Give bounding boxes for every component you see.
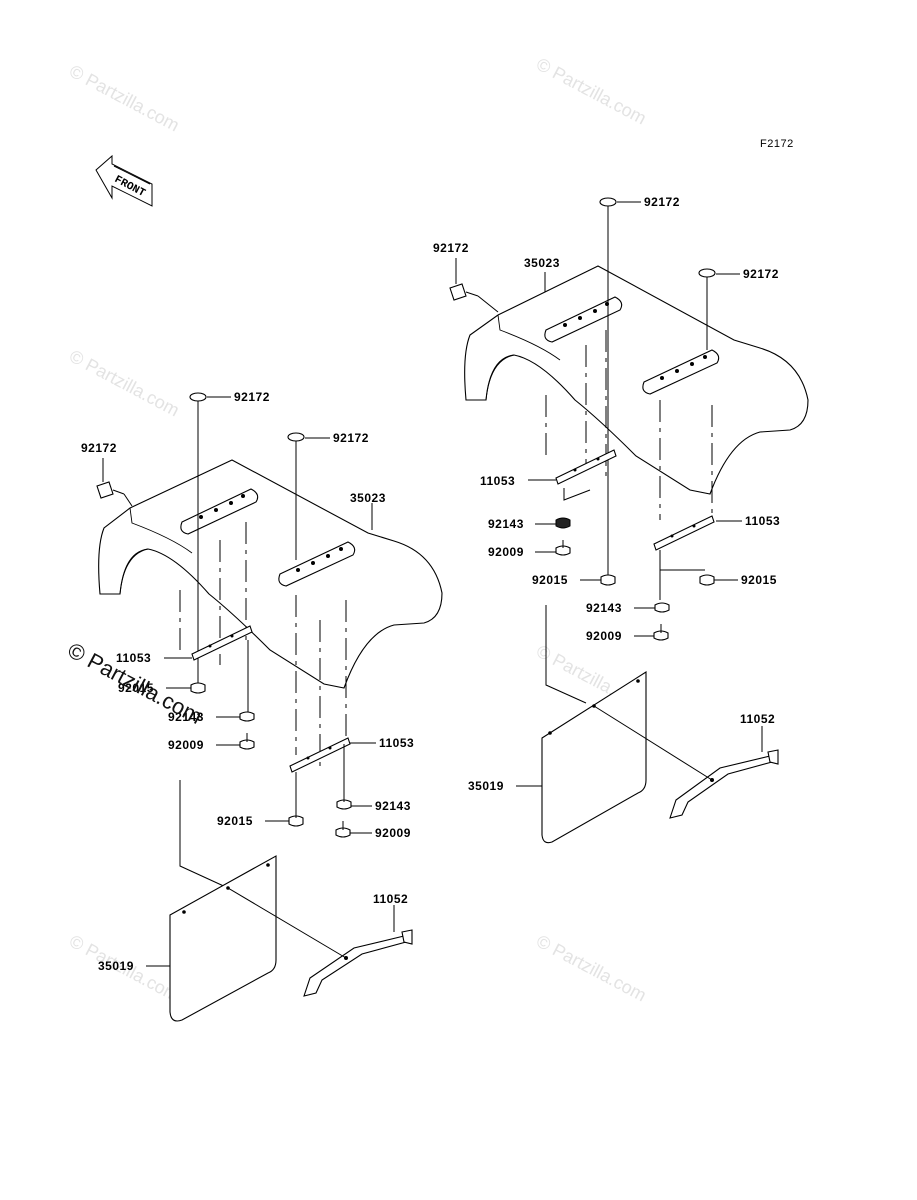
label-92015: 92015 [532, 573, 568, 587]
bolt-icon [599, 197, 617, 575]
watermark: © Partzilla.com [533, 931, 649, 1006]
label-92015: 92015 [118, 681, 154, 695]
bracket-icon [555, 449, 617, 485]
label-92015: 92015 [741, 573, 777, 587]
washer-icon [239, 711, 255, 722]
label-92143: 92143 [168, 710, 204, 724]
bolt-icon [96, 481, 133, 507]
label-11052: 11052 [373, 892, 408, 906]
label-92172: 92172 [234, 390, 270, 404]
right-labels: 92172 92172 92172 35023 11053 11053 9214… [433, 195, 780, 793]
label-35023: 35023 [350, 491, 386, 505]
label-35023: 35023 [524, 256, 560, 270]
label-35019: 35019 [98, 959, 134, 973]
label-92009: 92009 [375, 826, 411, 840]
bolt-icon [555, 545, 571, 556]
label-11052: 11052 [740, 712, 775, 726]
left-assembly [96, 392, 443, 1022]
label-92172: 92172 [743, 267, 779, 281]
label-92143: 92143 [488, 517, 524, 531]
label-11053: 11053 [116, 651, 151, 665]
stay-icon [303, 935, 407, 997]
label-92172: 92172 [81, 441, 117, 455]
bracket-icon [653, 515, 715, 551]
nut-icon [288, 815, 304, 827]
label-35019: 35019 [468, 779, 504, 793]
mud-flap-right [541, 670, 647, 844]
bolt-icon [239, 739, 255, 750]
bolt-icon [189, 392, 207, 685]
bracket-icon [191, 625, 253, 661]
bolt-icon [335, 827, 351, 838]
bolt-icon [449, 283, 499, 313]
bolt-icon [698, 268, 716, 350]
watermark: © Partzilla.com [66, 346, 182, 421]
label-92143: 92143 [375, 799, 411, 813]
label-92143: 92143 [586, 601, 622, 615]
label-11053: 11053 [745, 514, 780, 528]
label-92009: 92009 [168, 738, 204, 752]
washer-icon [555, 517, 571, 529]
label-92009: 92009 [586, 629, 622, 643]
diagram-code: F2172 [760, 138, 794, 150]
label-92172: 92172 [333, 431, 369, 445]
label-92172: 92172 [644, 195, 680, 209]
right-assembly [449, 197, 809, 844]
watermark: © Partzilla.com [533, 54, 649, 129]
washer-icon [336, 799, 352, 810]
mud-flap-left [169, 855, 277, 1022]
bolt-icon [653, 630, 669, 641]
label-92172: 92172 [433, 241, 469, 255]
watermark: © Partzilla.com [66, 61, 182, 136]
washer-icon [654, 602, 670, 613]
nut-icon [190, 682, 206, 694]
nut-icon [600, 574, 616, 586]
label-92009: 92009 [488, 545, 524, 559]
stay-icon [669, 755, 773, 819]
label-11053: 11053 [480, 474, 515, 488]
label-92015: 92015 [217, 814, 253, 828]
rear-fender-right [464, 265, 809, 495]
nut-icon [699, 574, 715, 586]
left-labels: 92172 92172 92172 35023 11053 92015 9214… [81, 390, 414, 973]
front-arrow-icon: FRONT [95, 154, 153, 207]
front-label: FRONT [112, 174, 147, 200]
bolt-icon [287, 432, 305, 560]
label-11053: 11053 [379, 736, 414, 750]
